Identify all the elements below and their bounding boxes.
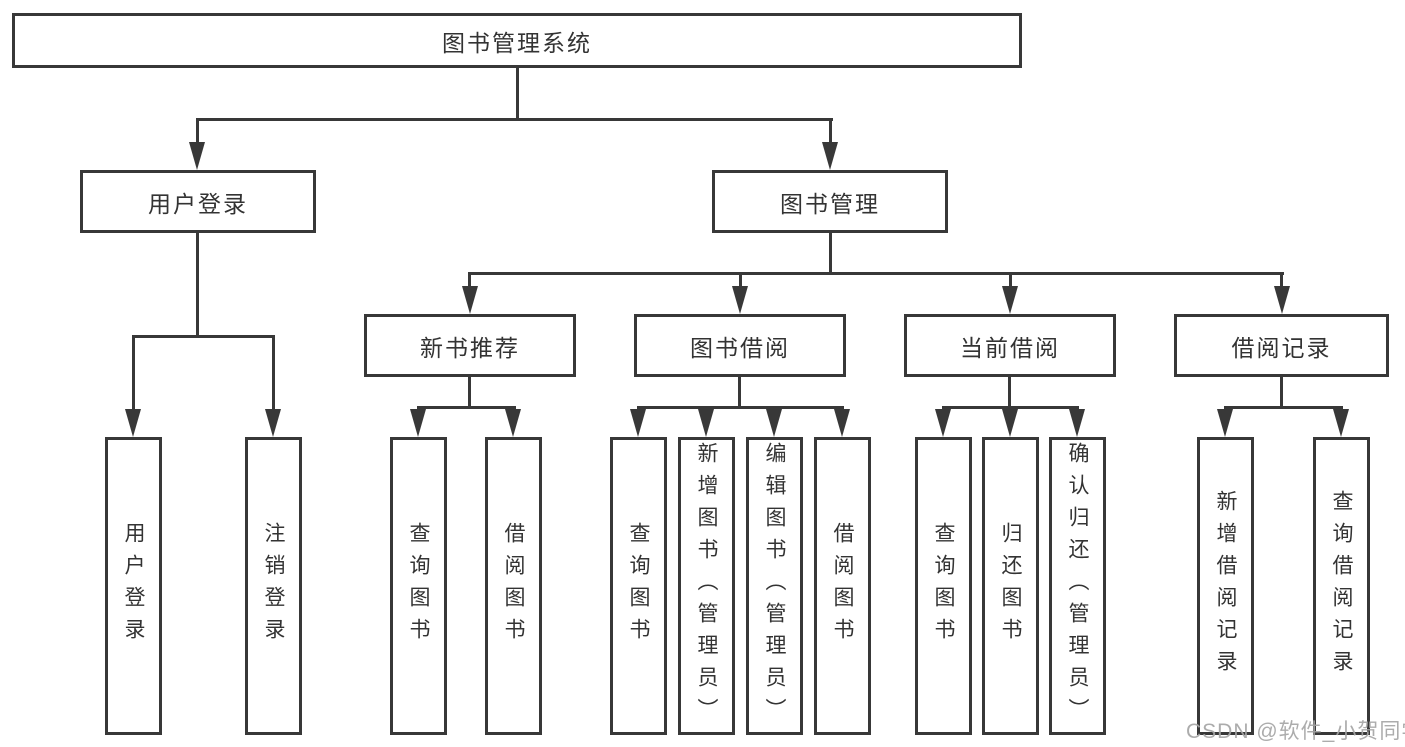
leaf-query-borrow-record: 查询借阅记录 — [1313, 437, 1370, 735]
connector-root-right-drop — [829, 118, 832, 145]
connector-drop-borrow-records — [1280, 272, 1283, 292]
leaf-confirm-return-admin: 确认归还（管理员） — [1049, 437, 1106, 735]
connector-book-mgmt-split — [468, 272, 1284, 275]
arrowhead-to-user-login-leaf — [125, 409, 141, 437]
arrowhead-to-borrow-records — [1274, 286, 1290, 314]
node-new-book-recommend: 新书推荐 — [364, 314, 576, 377]
leaf-label: 新增图书（管理员） — [695, 442, 718, 730]
node-label: 当前借阅 — [960, 334, 1060, 361]
leaf-return-books: 归还图书 — [982, 437, 1039, 735]
connector-current-borrow-stem — [1008, 377, 1011, 406]
arrowhead-to-add-borrow-record — [1217, 409, 1233, 437]
connector-drop-new-book — [468, 272, 471, 292]
arrowhead-to-query-books-3 — [935, 409, 951, 437]
arrowhead-to-query-books-1 — [410, 409, 426, 437]
arrowhead-to-new-book-recommend — [462, 286, 478, 314]
node-label: 图书借阅 — [690, 334, 790, 361]
leaf-label: 查询图书 — [407, 522, 430, 650]
node-user-login: 用户登录 — [80, 170, 316, 233]
leaf-label: 查询图书 — [627, 522, 650, 650]
node-book-borrow: 图书借阅 — [634, 314, 846, 377]
leaf-label: 用户登录 — [122, 522, 145, 650]
connector-root-stem — [516, 68, 519, 118]
connector-new-book-stem — [468, 377, 471, 406]
arrowhead-to-book-management — [822, 142, 838, 170]
connector-new-book-split — [417, 406, 516, 409]
node-label: 新书推荐 — [420, 334, 520, 361]
leaf-label: 确认归还（管理员） — [1066, 442, 1089, 730]
leaf-logout: 注销登录 — [245, 437, 302, 735]
connector-user-login-right-drop — [272, 335, 275, 413]
csdn-watermark: CSDN @软件_小贺同学 — [1186, 720, 1405, 743]
connector-root-split — [196, 118, 833, 121]
node-book-management: 图书管理 — [712, 170, 948, 233]
arrowhead-to-current-borrow — [1002, 286, 1018, 314]
node-label: 图书管理系统 — [442, 29, 592, 56]
leaf-label: 查询借阅记录 — [1330, 490, 1353, 682]
arrowhead-to-edit-books — [766, 409, 782, 437]
leaf-borrow-books-1: 借阅图书 — [485, 437, 542, 735]
arrowhead-to-query-books-2 — [630, 409, 646, 437]
arrowhead-to-confirm-return — [1069, 409, 1085, 437]
arrowhead-to-logout-leaf — [265, 409, 281, 437]
leaf-query-books-1: 查询图书 — [390, 437, 447, 735]
node-library-management-system: 图书管理系统 — [12, 13, 1022, 68]
connector-root-left-drop — [196, 118, 199, 145]
connector-borrow-records-split — [1224, 406, 1343, 409]
leaf-label: 归还图书 — [999, 522, 1022, 650]
arrowhead-to-query-borrow-record — [1333, 409, 1349, 437]
leaf-add-books-admin: 新增图书（管理员） — [678, 437, 735, 735]
connector-drop-current-borrow — [1009, 272, 1012, 292]
arrowhead-to-return-books — [1002, 409, 1018, 437]
leaf-label: 编辑图书（管理员） — [763, 442, 786, 730]
connector-book-mgmt-stem — [829, 233, 832, 272]
connector-book-borrow-stem — [738, 377, 741, 406]
leaf-label: 注销登录 — [262, 522, 285, 650]
arrowhead-to-borrow-books-2 — [834, 409, 850, 437]
leaf-user-login: 用户登录 — [105, 437, 162, 735]
leaf-query-books-2: 查询图书 — [610, 437, 667, 735]
connector-user-login-split — [132, 335, 275, 338]
leaf-borrow-books-2: 借阅图书 — [814, 437, 871, 735]
leaf-add-borrow-record: 新增借阅记录 — [1197, 437, 1254, 735]
node-label: 借阅记录 — [1231, 334, 1332, 361]
connector-book-borrow-split — [637, 406, 844, 409]
connector-drop-book-borrow — [739, 272, 742, 292]
connector-borrow-records-stem — [1280, 377, 1283, 406]
leaf-query-books-3: 查询图书 — [915, 437, 972, 735]
node-borrow-records: 借阅记录 — [1174, 314, 1389, 377]
leaf-edit-books-admin: 编辑图书（管理员） — [746, 437, 803, 735]
node-current-borrow: 当前借阅 — [904, 314, 1116, 377]
leaf-label: 借阅图书 — [502, 522, 525, 650]
arrowhead-to-add-books — [698, 409, 714, 437]
connector-user-login-stem — [196, 233, 199, 335]
leaf-label: 借阅图书 — [831, 522, 854, 650]
arrowhead-to-book-borrow — [732, 286, 748, 314]
leaf-label: 查询图书 — [932, 522, 955, 650]
node-label: 用户登录 — [148, 190, 248, 217]
arrowhead-to-user-login — [189, 142, 205, 170]
connector-user-login-left-drop — [132, 335, 135, 413]
arrowhead-to-borrow-books-1 — [505, 409, 521, 437]
leaf-label: 新增借阅记录 — [1214, 490, 1237, 682]
node-label: 图书管理 — [780, 190, 880, 217]
